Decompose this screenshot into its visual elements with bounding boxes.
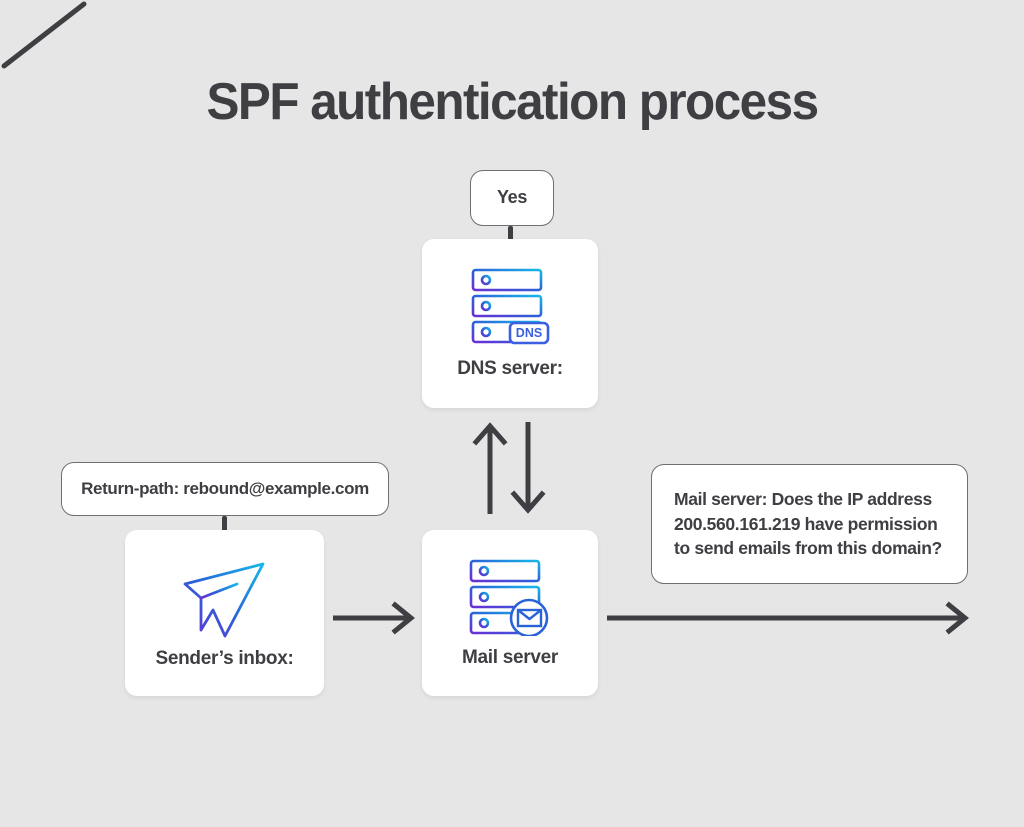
node-dns-server: DNS DNS server: bbox=[422, 239, 598, 408]
connector-inbox-to-mail-arrow bbox=[333, 601, 415, 635]
connector-mail-outbound-arrow bbox=[607, 601, 969, 635]
connector-mail-to-question bbox=[1, 1, 87, 69]
node-mail-server-question-label: Mail server: Does the IP address 200.560… bbox=[674, 488, 942, 559]
node-senders-inbox-label: Sender’s inbox: bbox=[155, 648, 294, 669]
node-yes-label: Yes bbox=[497, 187, 527, 208]
paper-plane-icon bbox=[181, 558, 269, 647]
mail-server-icon bbox=[468, 558, 552, 641]
node-senders-inbox: Sender’s inbox: bbox=[125, 530, 324, 696]
connector-mail-to-dns-arrow bbox=[472, 422, 508, 514]
node-mail-server: Mail server bbox=[422, 530, 598, 696]
dns-server-icon: DNS bbox=[470, 267, 550, 350]
node-mail-server-label: Mail server bbox=[462, 647, 558, 668]
node-mail-server-question: Mail server: Does the IP address 200.560… bbox=[651, 464, 968, 584]
node-return-path-label: Return-path: rebound@example.com bbox=[81, 478, 369, 498]
node-return-path: Return-path: rebound@example.com bbox=[61, 462, 389, 516]
connector-dns-to-mail-arrow bbox=[510, 422, 546, 514]
node-yes: Yes bbox=[470, 170, 554, 226]
svg-text:DNS: DNS bbox=[516, 326, 542, 340]
page-title: SPF authentication process bbox=[206, 73, 819, 131]
node-dns-server-label: DNS server: bbox=[457, 358, 563, 379]
